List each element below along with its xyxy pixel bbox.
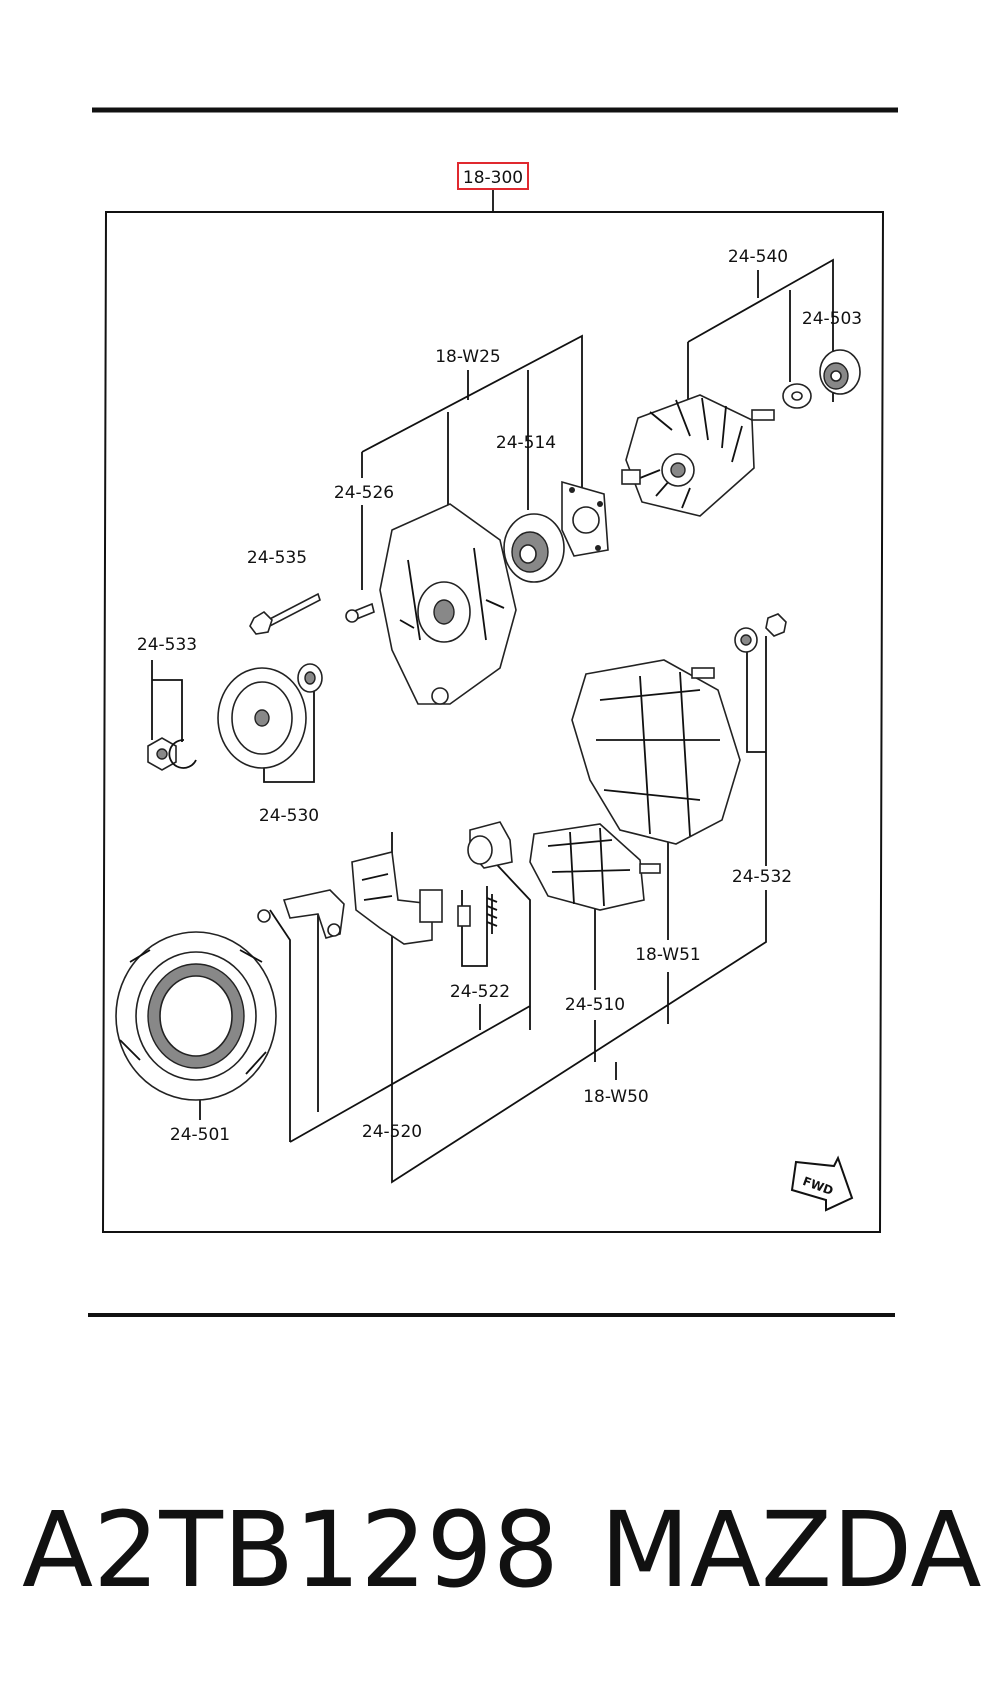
label-24-530: 24-530: [259, 806, 319, 826]
label-24-535: 24-535: [247, 548, 307, 568]
nut-24-533: [147, 737, 197, 771]
label-24-503: 24-503: [802, 309, 862, 329]
retainer-plate: [561, 480, 609, 557]
fwd-arrow: FWD: [790, 1155, 854, 1212]
diagram-frame: [101, 211, 885, 1233]
footer: A2TB1298 MAZDA: [0, 1495, 991, 1605]
assembly-highlight-box: [457, 162, 529, 190]
brush-holder: [467, 821, 513, 869]
regulator-24-520: [351, 851, 443, 945]
rotor-part: [621, 394, 775, 517]
bracket-part: [257, 889, 345, 939]
label-18-W25: 18-W25: [435, 347, 501, 367]
bolt-24-535: [249, 592, 321, 635]
brand-name: MAZDA: [600, 1489, 982, 1611]
leader-lines: [151, 258, 834, 1184]
label-18-W51: 18-W51: [635, 945, 701, 965]
label-18-W50: 18-W50: [583, 1087, 649, 1107]
pulley-24-530: [217, 663, 323, 769]
bearing-24-514: [503, 513, 565, 583]
assembly-label: 18-300: [463, 168, 523, 188]
rectifier-24-510: [529, 823, 661, 911]
front-housing: [379, 503, 517, 705]
label-24-522: 24-522: [450, 982, 510, 1002]
screw-24-526: [345, 602, 375, 623]
label-24-533: 24-533: [137, 635, 197, 655]
part-number: A2TB1298: [22, 1489, 559, 1611]
label-24-510: 24-510: [565, 995, 625, 1015]
stator-24-501: [115, 931, 277, 1101]
label-24-532: 24-532: [732, 867, 792, 887]
brushes-24-522: [457, 894, 498, 934]
label-24-526: 24-526: [334, 483, 394, 503]
rear-housing: [571, 659, 741, 845]
label-24-514: 24-514: [496, 433, 556, 453]
label-24-540: 24-540: [728, 247, 788, 267]
washer-part: [782, 383, 812, 409]
bearing-24-503: [819, 349, 861, 395]
label-24-501: 24-501: [170, 1125, 230, 1145]
nut-24-532: [734, 613, 787, 653]
